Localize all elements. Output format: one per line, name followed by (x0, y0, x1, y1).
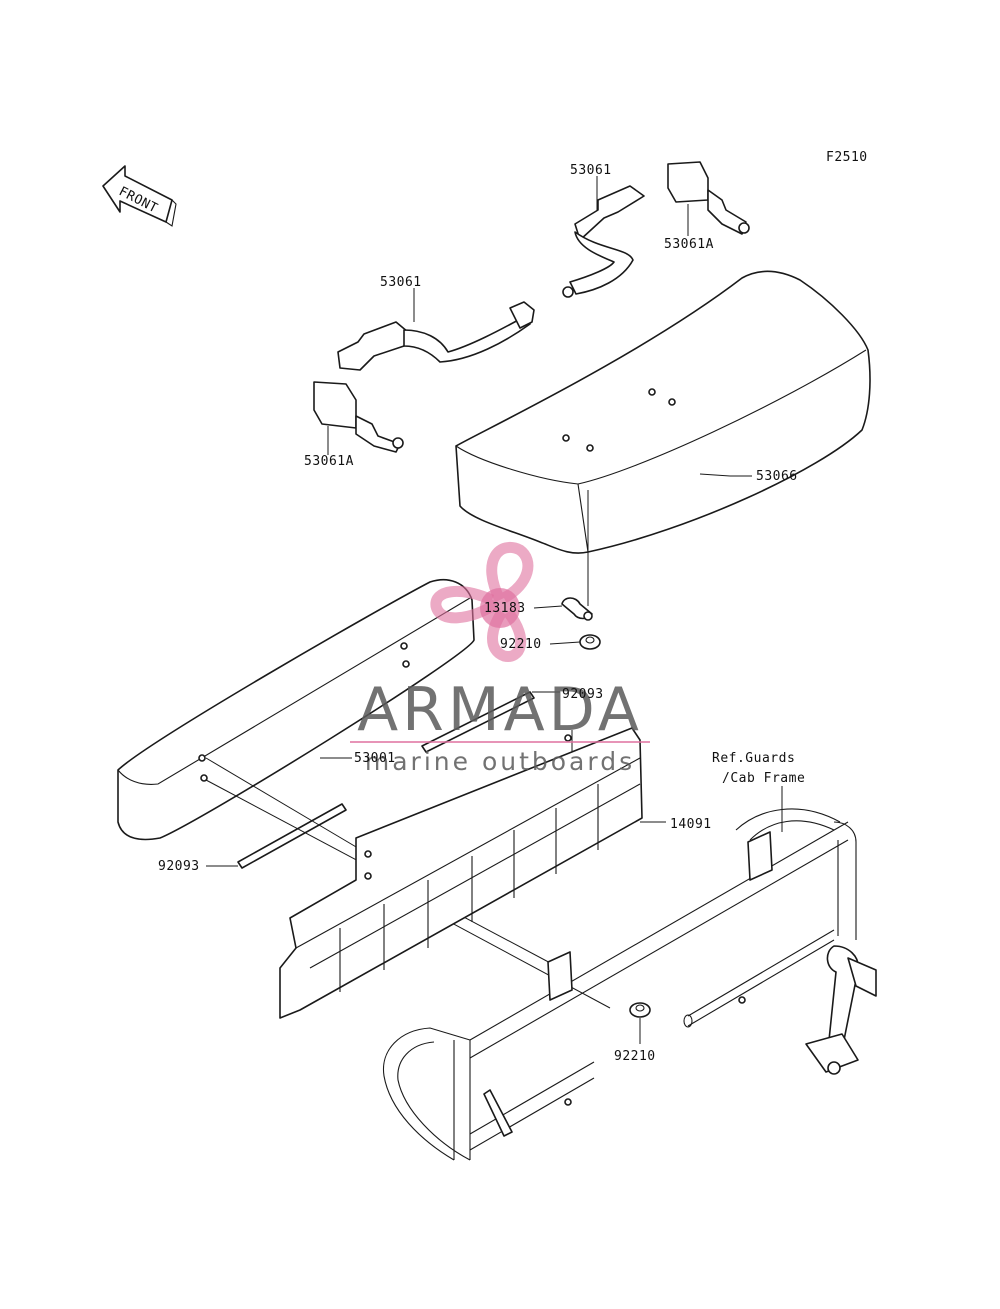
ref-note-line1: Ref.Guards (712, 751, 795, 766)
callout-53001: 53001 (354, 751, 396, 766)
armada-watermark: ARMADA marine outboards (350, 542, 650, 776)
watermark-title: ARMADA (357, 675, 643, 745)
front-arrow-icon: FRONT (102, 165, 177, 227)
callout-14091: 14091 (670, 817, 712, 832)
callout-92093-bottom: 92093 (158, 859, 200, 874)
nut-92210-bottom-part (629, 1002, 651, 1018)
watermark-subtitle: marine outboards (365, 747, 635, 776)
callout-92210-bottom: 92210 (614, 1049, 656, 1064)
nut-92210-top-part (579, 634, 601, 650)
backrest-panel-53001-part (117, 578, 475, 841)
ref-note-line2: /Cab Frame (722, 771, 805, 786)
figure-code: F2510 (826, 150, 868, 165)
rod-92093-top-part (421, 691, 535, 753)
callout-53066: 53066 (756, 469, 798, 484)
buckle-53061a-left-part (313, 381, 404, 453)
callout-13183: 13183 (484, 601, 526, 616)
strap-53061-top-part (562, 185, 645, 298)
bracket-13183-part (561, 597, 593, 621)
callout-53061a-top: 53061A (664, 237, 714, 252)
back-panel-14091-part (279, 727, 643, 1019)
callout-92210-top: 92210 (500, 637, 542, 652)
propeller-logo-icon (430, 542, 534, 662)
callout-92093-top: 92093 (562, 687, 604, 702)
seat-back-cushion-53066-part (455, 270, 871, 554)
callout-53061-top: 53061 (570, 163, 612, 178)
cab-frame-reference-part (382, 808, 877, 1161)
buckle-53061a-top-part (667, 161, 750, 235)
callout-53061-left: 53061 (380, 275, 422, 290)
callout-53061a-left: 53061A (304, 454, 354, 469)
rod-92093-bottom-part (237, 803, 347, 869)
strap-53061-left-part (337, 301, 535, 371)
